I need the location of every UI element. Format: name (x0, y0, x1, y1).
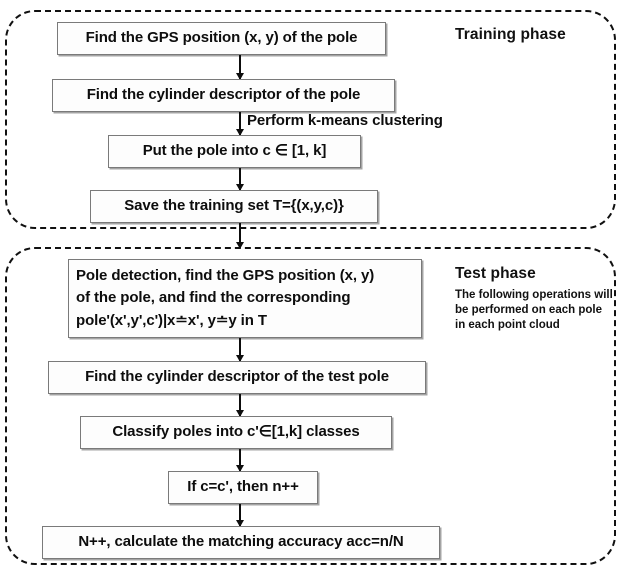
node-label: Put the pole into c ∈ [1, k] (142, 142, 327, 160)
arrow-classify-to-count (236, 449, 244, 472)
training-phase-container (5, 10, 616, 229)
node-label: Pole detection, find the GPS position (x… (76, 266, 375, 329)
node-put-pole-into-cluster[interactable]: Put the pole into c ∈ [1, k] (108, 135, 361, 168)
arrow-gps-to-descriptor (236, 55, 244, 80)
node-label: Find the GPS position (x, y) of the pole (85, 29, 358, 47)
node-label: If c=c', then n++ (187, 478, 299, 496)
node-find-test-cylinder-descriptor[interactable]: Find the cylinder descriptor of the test… (48, 361, 426, 394)
arrow-training-to-test (236, 223, 244, 249)
arrow-detection-to-descriptor (236, 338, 244, 362)
node-find-cylinder-descriptor[interactable]: Find the cylinder descriptor of the pole (52, 79, 395, 112)
node-calculate-accuracy[interactable]: N++, calculate the matching accuracy acc… (42, 526, 440, 559)
node-label: Find the cylinder descriptor of the pole (86, 86, 361, 104)
arrow-descriptor-to-classify (236, 394, 244, 417)
node-label: Find the cylinder descriptor of the test… (85, 368, 389, 386)
arrow-count-to-accuracy (236, 504, 244, 527)
node-count-match[interactable]: If c=c', then n++ (168, 471, 318, 504)
test-phase-note: The following operations will be perform… (455, 289, 613, 332)
edge-label-perform-kmeans: Perform k-means clustering (247, 112, 443, 129)
arrow-cluster-to-save (236, 168, 244, 191)
node-label: Save the training set T={(x,y,c)} (124, 197, 344, 215)
node-save-training-set[interactable]: Save the training set T={(x,y,c)} (90, 190, 378, 223)
test-phase-title: Test phase (455, 265, 536, 282)
training-phase-title: Training phase (455, 26, 566, 43)
arrow-descriptor-to-cluster (236, 112, 244, 136)
node-label: Classify poles into c'∈[1,k] classes (112, 423, 360, 441)
node-label: N++, calculate the matching accuracy acc… (78, 533, 404, 551)
node-pole-detection[interactable]: Pole detection, find the GPS position (x… (68, 259, 422, 338)
test-phase-container (5, 247, 616, 565)
node-classify-poles[interactable]: Classify poles into c'∈[1,k] classes (80, 416, 392, 449)
node-find-gps-position[interactable]: Find the GPS position (x, y) of the pole (57, 22, 386, 55)
